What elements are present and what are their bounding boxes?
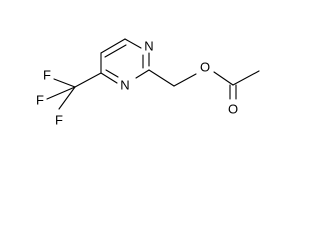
bond-o-carbonyl-c — [213, 71, 234, 86]
pyrimidine-ring — [100, 38, 150, 84]
atom-ester-o: O — [200, 60, 210, 75]
bond-cf3-f-bottom — [58, 86, 76, 110]
bond-cf3-f-left — [46, 86, 76, 100]
bond-c6-n1 — [124, 38, 142, 49]
bond-carbonyl-c-methyl — [232, 70, 260, 86]
acetoxymethyl-chain — [148, 69, 260, 100]
atom-f-top: F — [43, 68, 51, 83]
chemical-structure-diagram: N N O O F F F — [36, 38, 260, 128]
bond-c5-c6 — [100, 38, 126, 54]
atom-carbonyl-o: O — [228, 102, 238, 117]
bond-cf3-f-top — [53, 78, 76, 88]
bond-n3-c4-inner — [105, 69, 119, 78]
bond-c2-ch2 — [148, 69, 175, 87]
trifluoromethyl-group — [46, 72, 102, 110]
bond-n3-c4 — [100, 72, 118, 84]
bond-c5-c6-inner — [104, 44, 127, 58]
atom-ring-n1: N — [144, 39, 153, 54]
bond-c2-n3 — [135, 69, 150, 79]
atom-f-bottom: F — [55, 113, 63, 128]
atom-labels: N N O O F F F — [36, 39, 238, 128]
atom-ring-n3: N — [120, 78, 129, 93]
atom-f-left: F — [36, 93, 44, 108]
bond-c4-cf3 — [74, 72, 102, 88]
bond-ch2-o — [173, 73, 197, 87]
